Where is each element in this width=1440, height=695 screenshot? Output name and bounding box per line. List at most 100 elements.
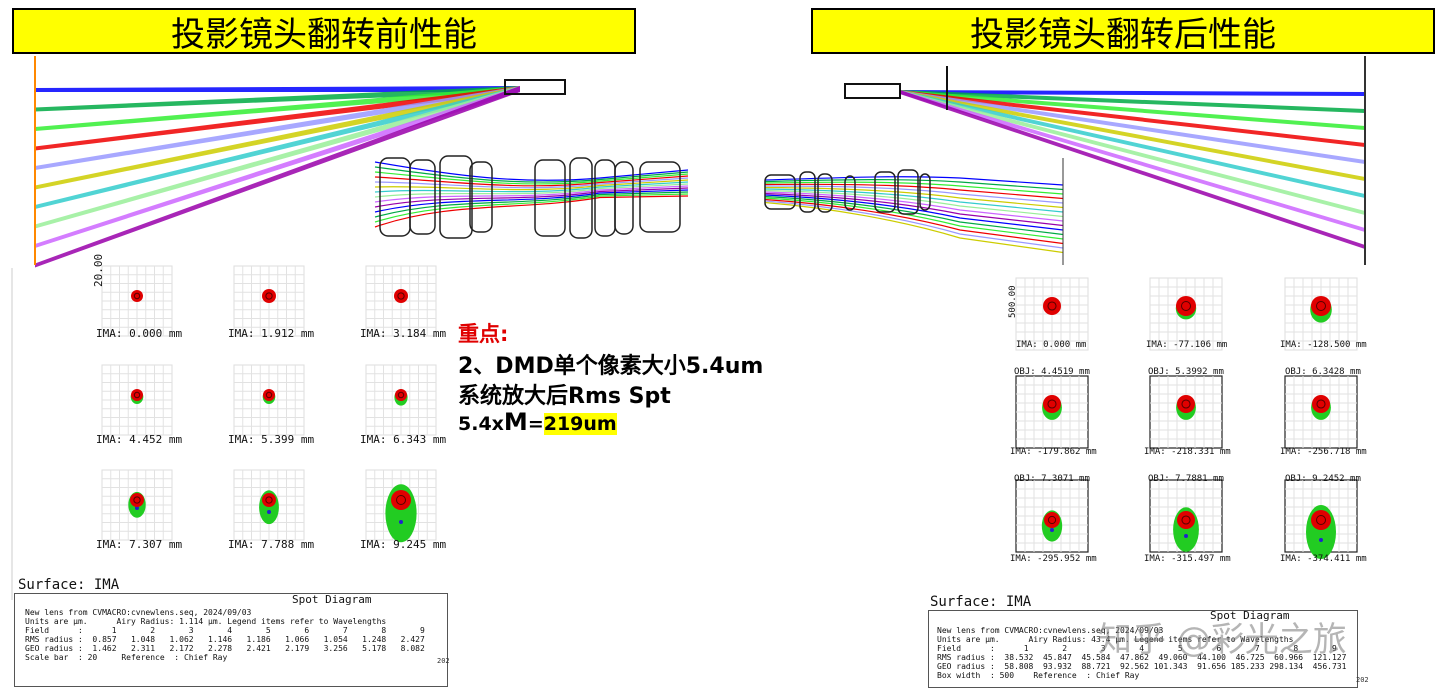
- right-lens-layout: [764, 169, 1064, 254]
- left-lens-element-2: [409, 159, 436, 235]
- note-head: 重点:: [458, 322, 509, 346]
- right-spot-label-6: IMA: -256.718 mm: [1280, 447, 1367, 457]
- note-m: M: [503, 408, 528, 436]
- left-spot-label-4: IMA: 4.452 mm: [96, 433, 183, 446]
- right-spot-3-airy: [1316, 301, 1326, 311]
- right-surface-label: Surface: IMA: [930, 594, 1032, 610]
- right-spot-3-red: [1311, 296, 1331, 316]
- right-table-line-5: GEO radius : 58.808 93.932 88.721 92.562…: [937, 662, 1347, 671]
- left-spot-2-airy: [265, 292, 273, 300]
- right-lens-element-6: [897, 169, 919, 215]
- right-lens-ray-3: [764, 181, 1064, 195]
- left-spot-7: [101, 469, 173, 541]
- right-lens-ray-1: [764, 176, 1064, 186]
- right-spot-1-red: [1043, 297, 1061, 315]
- left-spot-2-red: [262, 289, 276, 303]
- right-ray-6: [900, 90, 1365, 181]
- right-spot-9-red: [1311, 510, 1331, 530]
- left-spot-4: [101, 364, 173, 436]
- right-ray-2: [900, 90, 1365, 113]
- right-table-line-4: RMS radius : 38.532 45.847 45.584 47.862…: [937, 653, 1347, 662]
- right-spot-label-8: IMA: -315.497 mm: [1144, 554, 1231, 564]
- left-spot-3-airy: [397, 292, 405, 300]
- right-spot-7-airy: [1047, 515, 1057, 525]
- left-lens-element-5: [534, 159, 566, 237]
- left-table-title: Spot Diagram: [292, 593, 372, 606]
- right-spot-label-3: IMA: -128.500 mm: [1280, 340, 1367, 350]
- right-spot-label-7: IMA: -295.952 mm: [1010, 554, 1097, 564]
- note-prefix: 5.4x: [458, 413, 504, 435]
- right-spot-label-1: IMA: 0.000 mm: [1016, 340, 1087, 350]
- left-spot-label-3: IMA: 3.184 mm: [360, 327, 447, 340]
- left-table-line-5: GEO radius : 1.462 2.311 2.172 2.278 2.4…: [25, 644, 425, 653]
- left-ray-7: [35, 86, 520, 209]
- right-lens-element-5: [874, 171, 896, 213]
- left-spot-2: [233, 265, 305, 337]
- title-banner-left: 投影镜头翻转前性能: [12, 8, 636, 55]
- right-spot-2-red: [1176, 296, 1196, 316]
- right-lens-top: [844, 83, 901, 99]
- right-lens-ray-10: [764, 192, 1064, 227]
- left-ray-6: [35, 86, 520, 190]
- left-spot-4-airy: [133, 391, 141, 399]
- left-spot-8: [233, 469, 305, 541]
- right-obj-label-6: OBJ: 9.2452 mm: [1285, 474, 1361, 484]
- right-spot-8-red: [1177, 511, 1195, 529]
- left-spot-7-blue: [135, 506, 139, 510]
- right-obj-label-1: OBJ: 4.4519 mm: [1014, 367, 1090, 377]
- left-ray-2: [35, 86, 520, 112]
- right-ray-8: [900, 90, 1365, 215]
- left-lens-element-6: [569, 157, 593, 239]
- right-lens-ray-9: [764, 191, 1064, 222]
- right-spot-4-red: [1043, 395, 1061, 413]
- right-lens-ray-12: [764, 195, 1064, 236]
- left-table-corner: 202: [437, 657, 450, 665]
- right-obj-label-5: OBJ: 7.7881 mm: [1148, 474, 1224, 484]
- left-lens-layout: [374, 155, 689, 239]
- left-spot-3: [365, 265, 437, 337]
- right-spot-8-blue: [1184, 534, 1188, 538]
- right-lens-ray-8: [764, 189, 1064, 218]
- right-table-title: Spot Diagram: [1210, 609, 1290, 622]
- right-spot-5: [1149, 375, 1223, 449]
- note-line-1: 2、DMD单个像素大小5.4um: [458, 354, 764, 379]
- right-spot-5-airy: [1181, 399, 1191, 409]
- right-table-line-1: New lens from CVMACRO:cvnewlens.seq, 202…: [937, 626, 1164, 635]
- right-table-corner: 202: [1356, 676, 1369, 684]
- right-scale-label: 500.00: [1008, 285, 1018, 318]
- left-lens-element-9: [639, 161, 681, 233]
- left-spot-label-7: IMA: 7.307 mm: [96, 538, 183, 551]
- left-ray-10: [35, 86, 520, 268]
- right-table-line-3: Field : 1 2 3 4 5 6 7 8 9: [937, 644, 1337, 653]
- left-spot-label-5: IMA: 5.399 mm: [228, 433, 315, 446]
- right-spot-2: [1149, 277, 1223, 351]
- right-lens-ray-11: [764, 194, 1064, 231]
- note-line-3: 5.4xM=219um: [458, 408, 617, 436]
- right-spot-7-blue: [1050, 528, 1054, 532]
- right-lens-ray-14: [764, 198, 1064, 245]
- right-lens-element-2: [799, 171, 816, 213]
- right-lens-element-1: [764, 174, 796, 210]
- right-spot-6-red: [1312, 395, 1330, 413]
- left-spot-6-red: [395, 389, 407, 401]
- right-spot-table: [928, 610, 1358, 688]
- left-table-line-4: RMS radius : 0.857 1.048 1.062 1.146 1.1…: [25, 635, 425, 644]
- left-table-line-3: Field : 1 2 3 4 5 6 7 8 9: [25, 626, 425, 635]
- right-lens-ray-7: [764, 188, 1064, 213]
- left-spot-table: [14, 593, 448, 687]
- right-obj-label-3: OBJ: 6.3428 mm: [1285, 367, 1361, 377]
- left-spot-label-2: IMA: 1.912 mm: [228, 327, 315, 340]
- left-spot-7-airy: [133, 496, 141, 504]
- right-lens-ray-6: [764, 186, 1064, 209]
- right-table-line-6: Box width : 500 Reference : Chief Ray: [937, 671, 1140, 680]
- right-obj-label-4: OBJ: 7.3071 mm: [1014, 474, 1090, 484]
- right-spot-label-9: IMA: -374.411 mm: [1280, 554, 1367, 564]
- right-table-line-2: Units are µm. Airy Radius: 43.4 µm. Lege…: [937, 635, 1294, 644]
- left-spot-8-red: [262, 493, 276, 507]
- left-lens-element-8: [614, 161, 634, 235]
- right-spot-9-airy: [1316, 515, 1326, 525]
- left-table-line-6: Scale bar : 20 Reference : Chief Ray: [25, 653, 228, 662]
- left-spot-3-red: [394, 289, 408, 303]
- left-spot-9: [365, 469, 437, 543]
